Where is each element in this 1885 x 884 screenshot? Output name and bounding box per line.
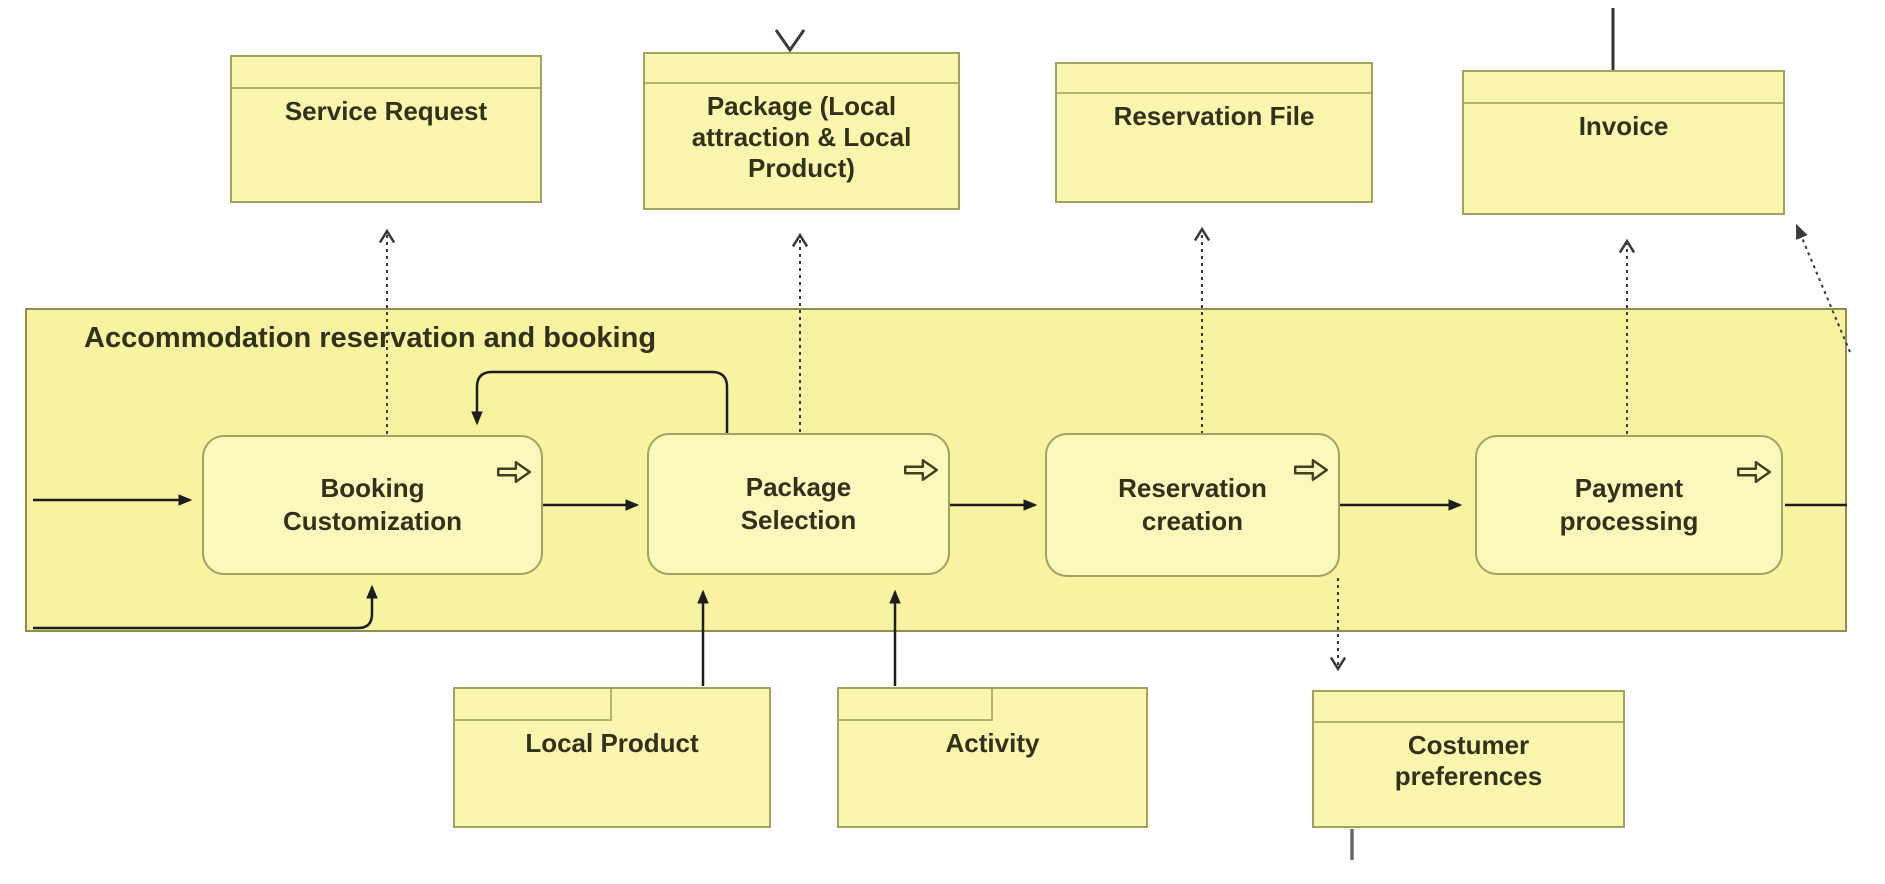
node-service-request[interactable]: Service Request [230, 55, 542, 203]
node-label: Package Selection [740, 472, 857, 535]
node-payment-processing[interactable]: Payment processing [1475, 435, 1783, 575]
node-label: Reservation creation [1118, 473, 1267, 536]
node-header [232, 57, 540, 89]
flow-left-to-booking-bottom [33, 584, 378, 630]
node-reservation-creation[interactable]: Reservation creation [1045, 433, 1340, 577]
node-reservation-file[interactable]: Reservation File [1055, 62, 1373, 203]
node-label: Costumer preferences [1394, 730, 1543, 791]
node-local-product[interactable]: Local Product [453, 687, 771, 828]
node-label: Service Request [284, 96, 488, 126]
open-arrowhead-into-package [774, 29, 806, 53]
process-arrow-icon [1737, 461, 1771, 483]
node-label: Activity [945, 728, 1040, 758]
process-arrow-icon [497, 461, 531, 483]
node-label: Reservation File [1113, 101, 1315, 131]
node-header [645, 54, 958, 84]
node-package-selection[interactable]: Package Selection [647, 433, 950, 575]
node-activity[interactable]: Activity [837, 687, 1148, 828]
node-header [1057, 64, 1371, 94]
node-label: Package (Local attraction & Local Produc… [691, 91, 912, 183]
process-arrow-icon [1294, 459, 1328, 481]
node-label: Payment processing [1559, 473, 1699, 536]
node-label: Booking Customization [282, 473, 463, 536]
node-header [839, 689, 993, 721]
node-label: Invoice [1578, 111, 1669, 141]
access-diagonal-to-invoice [1796, 223, 1851, 353]
node-label: Local Product [525, 728, 699, 758]
node-header [1314, 692, 1623, 723]
process-arrow-icon [904, 459, 938, 481]
node-header [1464, 72, 1783, 104]
node-costumer-preferences[interactable]: Costumer preferences [1312, 690, 1625, 828]
node-package[interactable]: Package (Local attraction & Local Produc… [643, 52, 960, 210]
flow-loop-package-selection-to-booking [471, 370, 729, 433]
node-header [455, 689, 612, 721]
band-label: Accommodation reservation and booking [84, 322, 657, 354]
node-invoice[interactable]: Invoice [1462, 70, 1785, 215]
node-booking-customization[interactable]: Booking Customization [202, 435, 543, 575]
